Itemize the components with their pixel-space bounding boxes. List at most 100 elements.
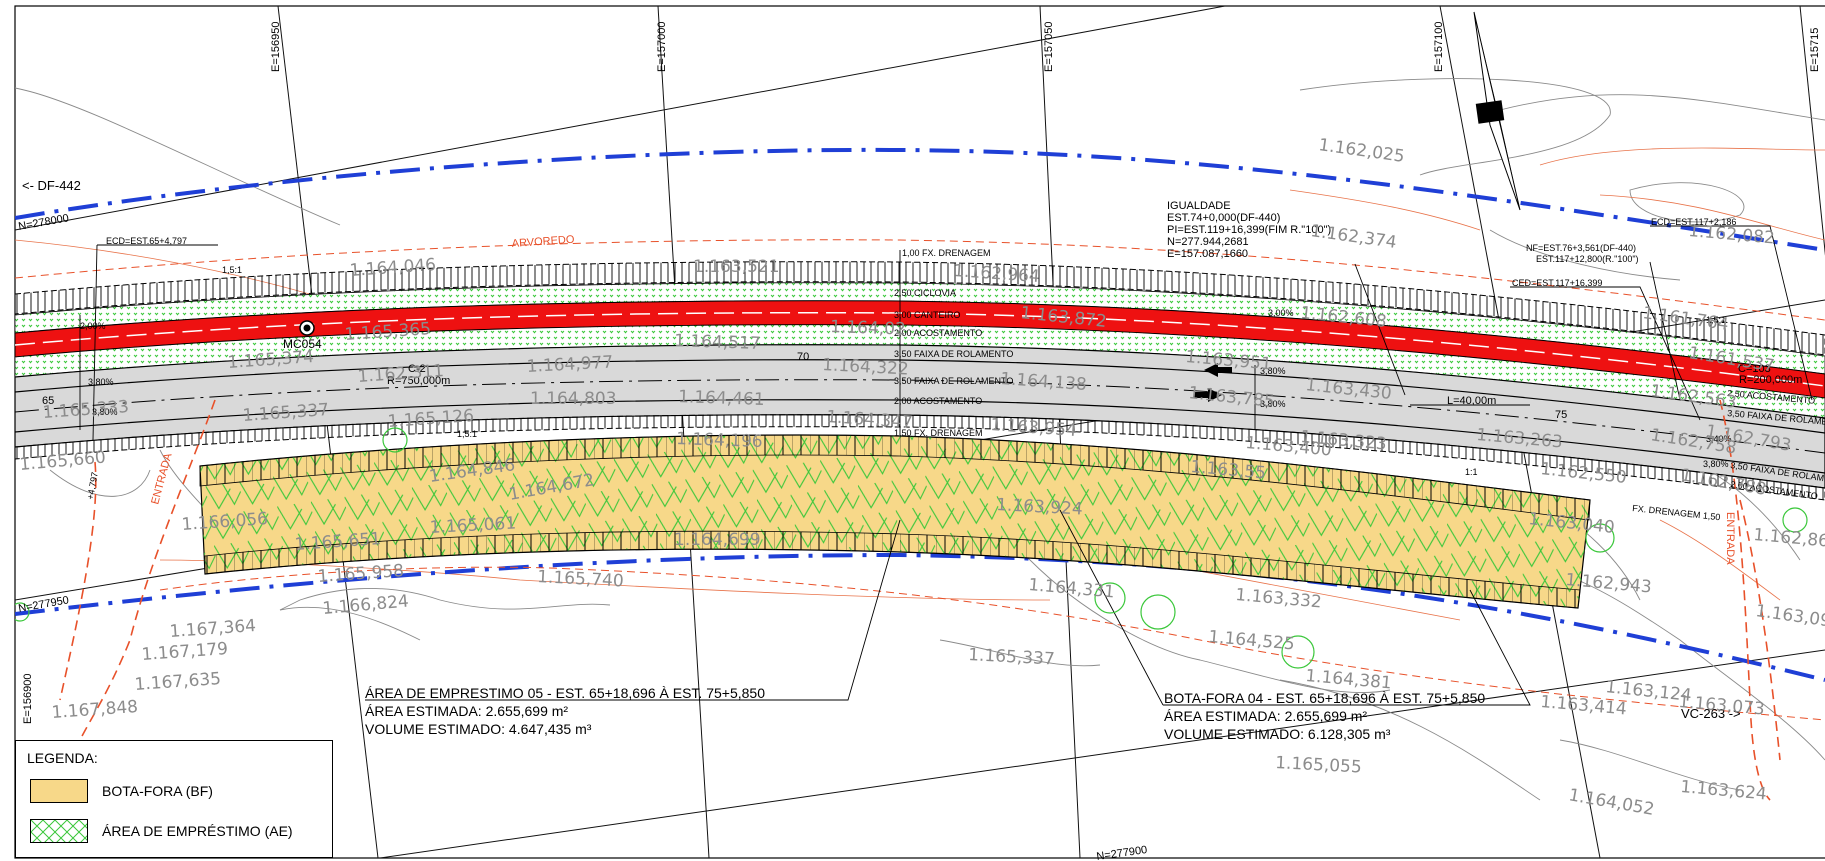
elevation-label: 1.167,364 — [169, 616, 257, 642]
section-drenagem-n: 1,00 FX. DRENAGEM — [902, 248, 991, 258]
elevation-label: 1.163,624 — [1680, 777, 1768, 804]
entrada-right-path-2 — [1739, 499, 1781, 761]
direction-arrow-icon-2 — [1194, 388, 1222, 402]
pct-380a: 3,80% — [88, 377, 114, 387]
elevation-label: 1.167,179 — [141, 639, 229, 665]
legend-label-bota-fora: BOTA-FORA (BF) — [102, 783, 213, 799]
elevation-label: 1.163,924 — [996, 495, 1083, 520]
elevation-label: 1.164,052 — [1567, 785, 1656, 820]
entrada-left-label: ENTRADA — [149, 451, 174, 506]
elevation-label: 1.165,337 — [968, 645, 1055, 670]
station-65: 65 — [42, 395, 54, 407]
elevation-label: 1.164,331 — [1028, 575, 1116, 602]
elevation-label: 1.164,699 — [674, 530, 761, 550]
ae-title: ÁREA DE EMPRESTIMO 05 - EST. 65+18,696 À… — [365, 685, 765, 701]
elevation-label: 1.165,055 — [1275, 753, 1362, 778]
fence-north — [15, 239, 1825, 321]
section-faixa-2: 3,50 FAIXA DE ROLAMENTO — [894, 376, 1013, 386]
station-4797: +4,797 — [85, 471, 100, 500]
section-acost-n: 2,00 ACOSTAMENTO — [894, 328, 982, 338]
limit-line-south — [15, 552, 1825, 682]
arvoredo-label: ARVOREDO — [511, 234, 575, 250]
elevation-label: 1.164,322 — [822, 355, 909, 380]
pct-300: 3,00% — [1268, 308, 1294, 318]
elevation-label: 1.167,635 — [134, 669, 222, 695]
road-label-vc263: VC-263 -> — [1681, 706, 1741, 721]
north-arrow-icon — [1473, 11, 1521, 211]
slope-c: 1:1 — [1465, 467, 1478, 477]
grid-label-e157050: E=157050 — [1043, 22, 1055, 72]
elevation-label: 1.162,869 — [1753, 525, 1825, 552]
elevation-label: 1.167,848 — [51, 697, 139, 723]
elevation-label: 1.164,803 — [530, 389, 617, 409]
section-acost-s: 2,00 ACOSTAMENTO — [894, 396, 982, 406]
bf-area: ÁREA ESTIMADA: 2.655,699 m² — [1164, 708, 1367, 724]
leader-lines — [79, 225, 1813, 706]
bota-fora-area — [199, 434, 1591, 609]
section-r-drenagem: FX. DRENAGEM 1,50 — [1632, 503, 1721, 522]
pct-380d: 3,80% — [1260, 399, 1286, 409]
ecd-117-label: ECD=EST.117+2,186 — [1651, 217, 1736, 227]
bf-volume: VOLUME ESTIMADO: 6.128,305 m³ — [1164, 726, 1391, 742]
monument-icon — [299, 320, 315, 336]
igualdade-line-3: N=277.944,2681 — [1167, 236, 1249, 248]
legend-title: LEGENDA: — [27, 750, 98, 766]
section-ciclovia: 2,50 CICLOVIA — [894, 288, 956, 298]
grid-label-e156900: E=156900 — [22, 674, 34, 724]
elevation-label: 1.165,958 — [317, 561, 405, 587]
entrada-left-path-2 — [59, 461, 97, 701]
elevation-label: 1.164,02 — [830, 317, 906, 340]
ae-volume: VOLUME ESTIMADO: 4.647,435 m³ — [365, 721, 592, 737]
pct-380e: 3,80% — [1703, 459, 1729, 469]
section-faixa-1: 3,50 FAIXA DE ROLAMENTO — [894, 349, 1013, 359]
pct-340: 3,40% — [1706, 434, 1732, 444]
slope-d: 1,5:1 — [1706, 315, 1726, 325]
ecd-65-label: ECD=EST.65+4,797 — [106, 236, 187, 246]
grid-label-e156950: E=156950 — [270, 22, 282, 72]
road-labels: <- DF-442 VC-263 -> ARVOREDO ENTRADA ENT… — [22, 178, 1802, 721]
entrada-right-path — [1719, 399, 1771, 801]
direction-arrow-icon — [1204, 363, 1232, 377]
annotation-ae: ÁREA DE EMPRESTIMO 05 - EST. 65+18,696 À… — [365, 685, 765, 737]
elevation-label: 1.164,977 — [526, 352, 613, 377]
elevation-label: 1.162,374 — [1309, 221, 1397, 253]
pct-380c: 3,80% — [1260, 366, 1286, 376]
station-70: 70 — [797, 351, 809, 363]
slope-b: 1,5:1 — [457, 429, 477, 439]
elevation-label: 1.164,525 — [1208, 627, 1296, 654]
legend-swatch-emprestimo — [30, 819, 88, 843]
elevation-label: 1.165,740 — [537, 567, 624, 592]
ae-area: ÁREA ESTIMADA: 2.655,699 m² — [365, 703, 568, 719]
elevation-label: 1.162,082 — [1688, 221, 1776, 248]
elevation-label: 1.166,824 — [322, 592, 410, 619]
elevation-label: 1.164,196 — [676, 429, 763, 452]
limit-line-north — [15, 147, 1825, 252]
station-75: 75 — [1555, 409, 1567, 421]
grid-label-e157100: E=157100 — [1433, 22, 1445, 72]
elevation-label: 1.162,025 — [1317, 135, 1405, 167]
legend: LEGENDA: BOTA-FORA (BF) ÁREA DE EMPRÉSTI… — [15, 740, 333, 858]
bf-title: BOTA-FORA 04 - EST. 65+18,696 À EST. 75+… — [1164, 690, 1485, 706]
elevation-label: 1.163,332 — [1235, 585, 1323, 612]
tree-icons — [15, 427, 1808, 669]
elevation-label: 1.165,061 — [429, 513, 516, 538]
annotation-bf: BOTA-FORA 04 - EST. 65+18,696 À EST. 75+… — [1164, 690, 1485, 742]
l40-label: L=40,00m — [1447, 395, 1496, 407]
r200-label: R=200,000m — [1739, 374, 1802, 386]
ced-117-label: CED=EST.117+16,399 — [1512, 278, 1602, 288]
igualdade-label: IGUALDADE — [1167, 200, 1231, 212]
grid-label-e157150: E=15715 — [1809, 28, 1821, 72]
legend-item-emprestimo: ÁREA DE EMPRÉSTIMO (AE) — [30, 819, 293, 843]
elevation-label: 1.163,521 — [693, 257, 780, 277]
entrada-left-path — [79, 399, 216, 741]
pct-200: 2,00% — [80, 321, 106, 331]
igualdade-line-1: EST.74+0,000(DF-440) — [1167, 212, 1280, 224]
c2-label: C-2 — [408, 363, 426, 375]
pct-380b: 3,80% — [92, 407, 118, 417]
c103-label: C=103 — [1738, 363, 1771, 375]
road-label-df442: <- DF-442 — [22, 178, 81, 193]
section-canteiro: 3,00 CANTEIRO — [894, 310, 961, 320]
legend-item-bota-fora: BOTA-FORA (BF) — [30, 779, 213, 803]
legend-label-emprestimo: ÁREA DE EMPRÉSTIMO (AE) — [102, 823, 293, 839]
